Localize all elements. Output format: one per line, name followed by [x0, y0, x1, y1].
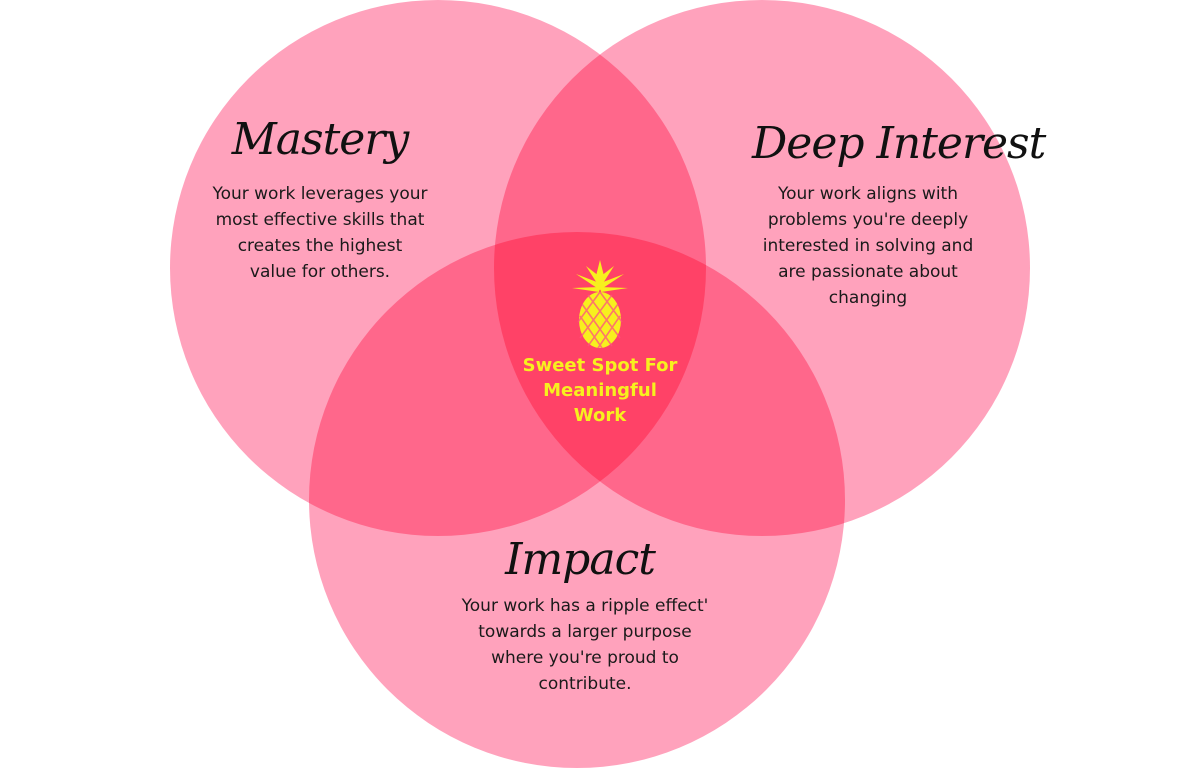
sweet-spot-line: Meaningful	[543, 380, 657, 401]
deep-interest-line: problems you're deeply	[767, 210, 969, 230]
sweet-spot-label: Sweet Spot For Meaningful Work	[480, 353, 720, 428]
mastery-line: Your work leverages your	[212, 184, 428, 204]
impact-line: where you're proud to	[491, 648, 679, 668]
deep-interest-title: Deep Interest	[752, 118, 1046, 169]
pineapple-icon	[572, 260, 628, 349]
sweet-spot-line: Sweet Spot For	[522, 355, 678, 376]
deep-interest-line: Your work aligns with	[778, 184, 958, 204]
deep-interest-line: changing	[828, 288, 908, 308]
impact-title: Impact	[505, 534, 656, 585]
mastery-line: creates the highest	[237, 236, 403, 256]
mastery-line: most effective skills that	[215, 210, 425, 230]
deep-interest-line: interested in solving and	[762, 236, 974, 256]
impact-line: contribute.	[538, 674, 632, 694]
deep-interest-line: are passionate about	[778, 262, 958, 282]
mastery-title: Mastery	[231, 114, 409, 165]
sweet-spot-line: Work	[573, 405, 627, 426]
mastery-line: value for others.	[249, 262, 391, 282]
circle-impact	[309, 232, 845, 768]
impact-line: Your work has a ripple effect'	[461, 596, 709, 616]
deep-interest-description: Your work aligns with problems you're de…	[718, 181, 1018, 311]
impact-line: towards a larger purpose	[478, 622, 692, 642]
impact-description: Your work has a ripple effect' towards a…	[430, 593, 740, 697]
mastery-description: Your work leverages your most effective …	[170, 181, 470, 285]
